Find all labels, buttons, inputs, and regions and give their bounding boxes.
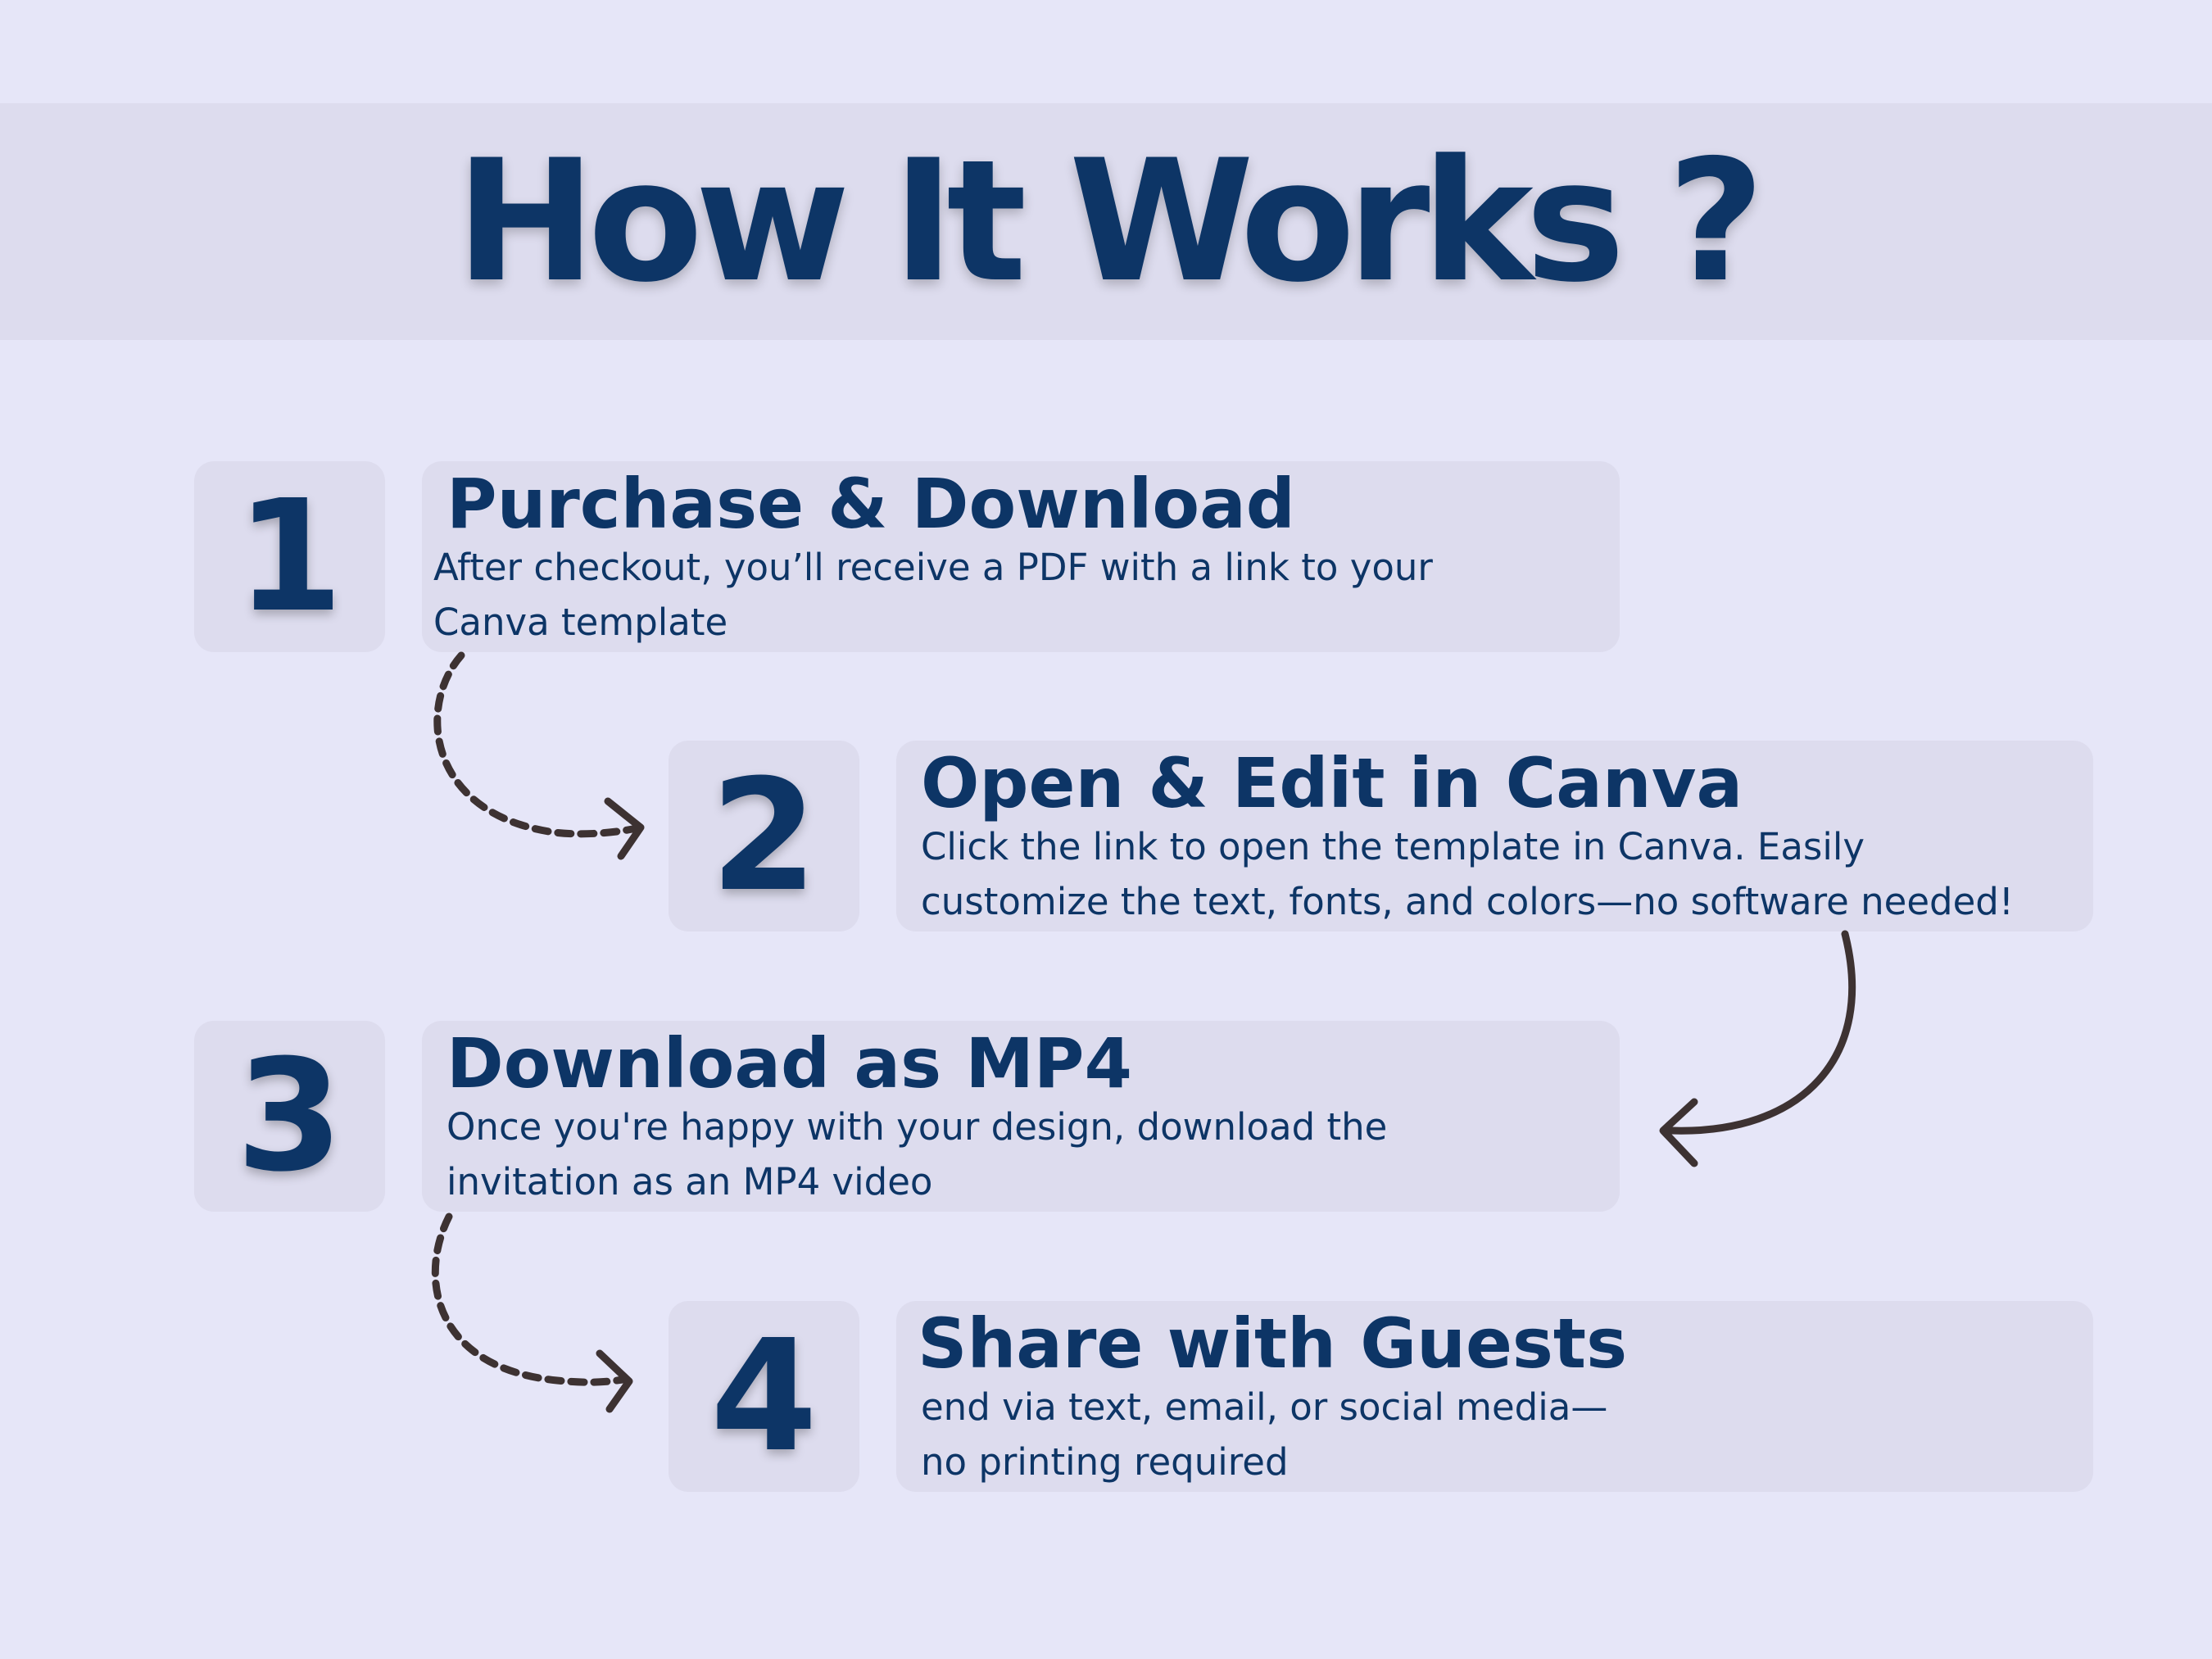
step-2-desc-line2: customize the text, fonts, and colors—no… (921, 880, 2014, 924)
step-1-card: Purchase & Download After checkout, you’… (422, 461, 1620, 652)
dotted-arrow-1-to-2 (433, 651, 637, 838)
step-1-number: 1 (194, 461, 385, 652)
arrowhead-3-to-4 (596, 1349, 633, 1413)
arrowhead-1-to-2 (604, 797, 645, 860)
step-3-number: 3 (194, 1021, 385, 1212)
solid-arrow-2-to-3 (1667, 930, 1856, 1135)
step-4-desc-line1: end via text, email, or social media— (921, 1385, 1608, 1430)
step-4-desc-line2: no printing required (921, 1440, 1289, 1484)
step-1-desc-line1: After checkout, you’ll receive a PDF wit… (433, 546, 1433, 590)
page-title: How It Works ? (455, 124, 1765, 320)
step-4-title: Share with Guests (918, 1303, 1628, 1384)
step-2-number: 2 (669, 741, 859, 931)
step-4-number: 4 (669, 1301, 859, 1492)
arrowhead-2-to-3 (1659, 1098, 1698, 1167)
step-1-desc-line2: Canva template (433, 601, 728, 645)
step-3-card: Download as MP4 Once you're happy with y… (422, 1021, 1620, 1212)
step-3-desc-line1: Once you're happy with your design, down… (446, 1105, 1388, 1149)
step-3-desc-line2: invitation as an MP4 video (446, 1160, 933, 1204)
step-2-desc-line1: Click the link to open the template in C… (921, 825, 1865, 869)
step-3-title: Download as MP4 (446, 1023, 1132, 1104)
step-4-card: Share with Guests end via text, email, o… (896, 1301, 2093, 1492)
header-band (0, 103, 2212, 340)
step-2-title: Open & Edit in Canva (921, 743, 1743, 823)
step-1-title: Purchase & Download (446, 464, 1295, 544)
dotted-arrow-3-to-4 (431, 1213, 627, 1386)
step-2-card: Open & Edit in Canva Click the link to o… (896, 741, 2093, 931)
